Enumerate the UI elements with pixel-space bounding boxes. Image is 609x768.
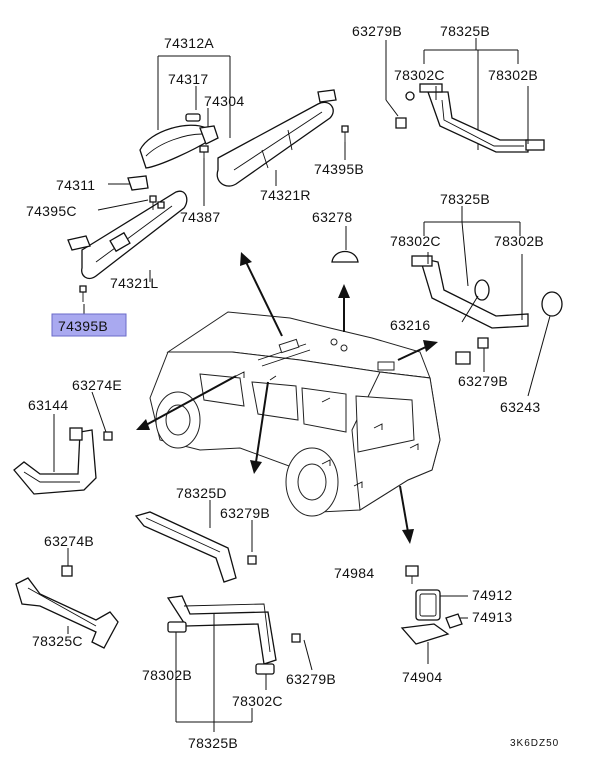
label-63243: 63243	[500, 399, 540, 415]
dome-lamp-lens	[331, 226, 359, 263]
label-74395C: 74395C	[26, 203, 77, 219]
assist-grip-top-right	[385, 38, 545, 153]
label-74913: 74913	[472, 609, 512, 625]
label-78302B-mid: 78302B	[494, 233, 544, 249]
label-63279B-top: 63279B	[352, 23, 402, 39]
label-78302B-bottom: 78302B	[142, 667, 192, 683]
label-74904: 74904	[402, 669, 442, 685]
license-lamp-group	[400, 565, 468, 664]
label-63278: 63278	[312, 209, 352, 225]
label-74984: 74984	[334, 565, 374, 581]
handle-63144-group	[13, 391, 113, 495]
label-78325B-top: 78325B	[440, 23, 490, 39]
part-labels: 74312A 74317 74304 74311 74395C 74387 74…	[26, 23, 559, 751]
sun-visor-left	[67, 175, 188, 314]
assist-grip-middle-right	[411, 206, 563, 397]
label-78325B-mid: 78325B	[440, 191, 490, 207]
rearview-mirror-group	[139, 55, 231, 206]
label-78302C-bottom: 78302C	[232, 693, 283, 709]
assist-grip-78325C	[15, 548, 119, 649]
label-74304: 74304	[204, 93, 244, 109]
label-78325C: 78325C	[32, 633, 83, 649]
label-63274B: 63274B	[44, 533, 94, 549]
label-63279B-left: 63279B	[220, 505, 270, 521]
label-63216: 63216	[390, 317, 430, 333]
highlight-74395B	[51, 313, 127, 337]
sun-visor-right	[216, 89, 349, 187]
label-78302C-top: 78302C	[394, 67, 445, 83]
label-74387: 74387	[180, 209, 220, 225]
label-74321R: 74321R	[260, 187, 311, 203]
label-78302B-top: 78302B	[488, 67, 538, 83]
label-63279B-bottom: 63279B	[286, 671, 336, 687]
drawing-code: 3K6DZ50	[510, 738, 559, 749]
label-63274E: 63274E	[72, 377, 122, 393]
label-74317: 74317	[168, 71, 208, 87]
label-74395B-highlighted[interactable]: 74395B	[58, 318, 108, 334]
label-74321L: 74321L	[110, 275, 159, 291]
assist-grip-bottom-center	[166, 595, 313, 732]
label-74395B-right: 74395B	[314, 161, 364, 177]
label-78302C-mid: 78302C	[390, 233, 441, 249]
assist-grip-78325D	[134, 500, 257, 583]
label-74312A: 74312A	[164, 35, 214, 51]
label-63279B-mid: 63279B	[458, 373, 508, 389]
label-74912: 74912	[472, 587, 512, 603]
label-78325D: 78325D	[176, 485, 227, 501]
label-74311: 74311	[56, 177, 95, 193]
label-63144: 63144	[28, 397, 68, 413]
direction-arrows	[136, 252, 438, 544]
vehicle-body-illustration	[149, 311, 441, 517]
label-78325B-bottom: 78325B	[188, 735, 238, 751]
